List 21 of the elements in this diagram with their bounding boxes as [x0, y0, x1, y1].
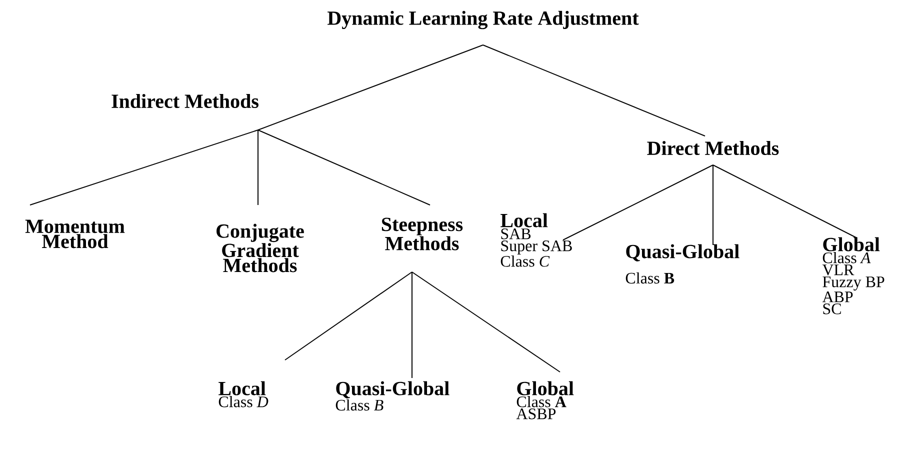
tree-line: [30, 130, 258, 206]
label-text: Direct Methods: [647, 140, 779, 156]
label-text: Steepness Methods: [382, 218, 463, 250]
tree-line: [482, 44, 706, 136]
label-text: Indirect Methods: [112, 94, 258, 108]
tree-line: [258, 44, 484, 130]
tree-line: [412, 272, 560, 372]
tree-line: [258, 130, 430, 206]
heading-text: Local Class D: [218, 381, 268, 408]
tree-line: [562, 164, 714, 240]
tree-line: [712, 164, 858, 238]
label-text: Conjugate Gradient Methods: [216, 224, 304, 272]
tree-line: [284, 272, 412, 360]
title-text: Dynamic Learning Rate Adjustment: [328, 10, 639, 30]
heading-text: Global Class A VLR Fuzzy BP ABP SC: [822, 237, 884, 314]
heading-text: Quasi-Global Class B: [336, 381, 450, 411]
heading-text: Quasi-Global Class B: [626, 244, 740, 284]
heading-text: Global Class A ASBP: [516, 381, 574, 420]
tree-line: [712, 164, 714, 246]
heading-text: Local SAB Super SAB Class C: [500, 213, 572, 267]
label-text: Momentum Method: [25, 220, 125, 248]
